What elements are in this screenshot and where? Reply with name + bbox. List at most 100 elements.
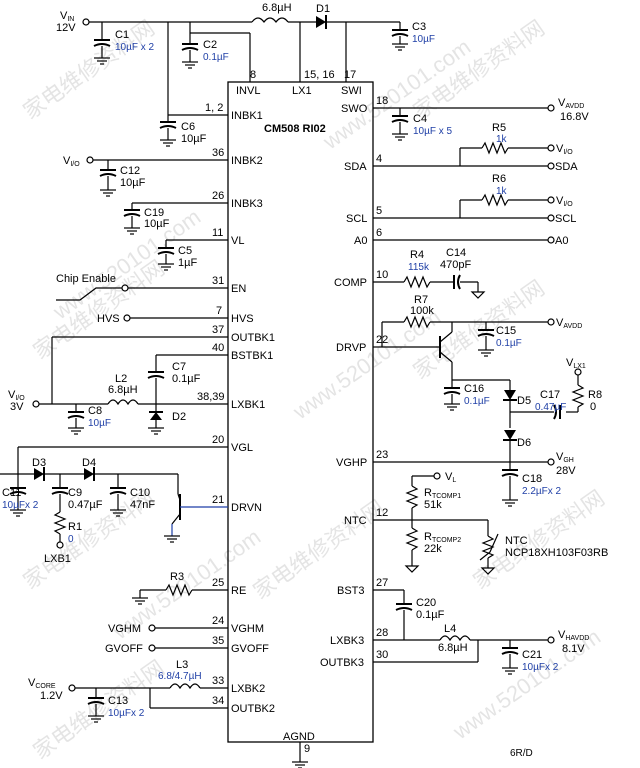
pin-drvp: DRVP bbox=[336, 342, 366, 354]
pin-outbk3: OUTBK3 bbox=[320, 657, 364, 669]
c13-label: C13 bbox=[108, 695, 128, 707]
vl-net-label: VL bbox=[445, 471, 456, 484]
rtcomp1-label: RTCOMP1 bbox=[424, 487, 461, 500]
vio-scl-label: VI/O bbox=[556, 195, 573, 208]
l3-label: L3 bbox=[176, 659, 188, 671]
pin-1-2-num: 1, 2 bbox=[205, 102, 223, 114]
pin-31-num: 31 bbox=[212, 275, 224, 287]
pin-36-num: 36 bbox=[212, 147, 224, 159]
pin-inbk2: INBK2 bbox=[231, 155, 263, 167]
vavdd-drvp-label: VAVDD bbox=[556, 317, 582, 330]
scl-out-label: SCL bbox=[555, 213, 576, 225]
vin-label: VIN bbox=[60, 10, 74, 23]
scl-terminal bbox=[547, 214, 555, 222]
r8-label: R8 bbox=[588, 389, 602, 401]
pin-7-num: 7 bbox=[216, 305, 222, 317]
pin-en: EN bbox=[231, 283, 246, 295]
c6-value: 10µF bbox=[181, 133, 207, 145]
pin-drvn: DRVN bbox=[231, 502, 262, 514]
c14-label: C14 bbox=[446, 247, 466, 259]
pin-20-num: 20 bbox=[212, 434, 224, 446]
c19-value: 10µF bbox=[144, 218, 170, 230]
vcore-terminal bbox=[68, 684, 76, 692]
watermark-text: 家电维修资料网 bbox=[249, 495, 390, 604]
pin-26-num: 26 bbox=[212, 190, 224, 202]
vio-inbk2-terminal bbox=[86, 156, 94, 164]
pin-33-num: 33 bbox=[212, 675, 224, 687]
pin-gvoff: GVOFF bbox=[231, 643, 269, 655]
d1-label: D1 bbox=[316, 3, 330, 15]
pin-lx1: LX1 bbox=[292, 85, 312, 97]
vin-voltage: 12V bbox=[56, 22, 76, 34]
sda-terminal bbox=[547, 162, 555, 170]
c11-label: C11 bbox=[2, 487, 21, 499]
vhavdd-voltage: 8.1V bbox=[562, 643, 585, 655]
c17-value: 0.47µF bbox=[535, 402, 566, 413]
pin-17-num: 17 bbox=[344, 69, 356, 81]
pin-12-num: 12 bbox=[376, 507, 388, 519]
pin-hvs: HVS bbox=[231, 313, 254, 325]
pin-23-num: 23 bbox=[376, 449, 388, 461]
pin-comp: COMP bbox=[334, 277, 367, 289]
pin-15-16-num: 15, 16 bbox=[304, 69, 335, 81]
diode-d6 bbox=[504, 430, 516, 440]
pin-lxbk3: LXBK3 bbox=[330, 635, 364, 647]
pin-8-num: 8 bbox=[250, 69, 256, 81]
d4-label: D4 bbox=[82, 457, 96, 469]
c8-value: 10µF bbox=[88, 418, 111, 429]
resistor-r5 bbox=[481, 141, 509, 155]
c5-value: 1µF bbox=[178, 257, 197, 269]
r7-label: R7 bbox=[414, 294, 428, 306]
d6-label: D6 bbox=[517, 437, 531, 449]
pin-4-num: 4 bbox=[376, 153, 382, 165]
l2-value: 6.8µH bbox=[108, 384, 138, 396]
figure-id: 6R/D bbox=[510, 748, 533, 759]
resistor-r3 bbox=[165, 583, 193, 597]
c1-label: C1 bbox=[115, 29, 129, 41]
pin-sda: SDA bbox=[344, 161, 367, 173]
pin-a0: A0 bbox=[354, 235, 367, 247]
c21-value: 10µFx 2 bbox=[522, 662, 559, 673]
watermark-text: 家电维修资料网 bbox=[29, 655, 170, 764]
pin-37-num: 37 bbox=[212, 324, 224, 336]
c12-label: C12 bbox=[120, 165, 140, 177]
diode-d3 bbox=[34, 468, 44, 480]
vio-l-voltage: 3V bbox=[10, 401, 24, 413]
c11-value: 10µFx 2 bbox=[2, 500, 39, 511]
c6-label: C6 bbox=[181, 121, 195, 133]
pin-11-num: 11 bbox=[212, 227, 223, 239]
pin-vl: VL bbox=[231, 235, 244, 247]
pin-bstbk1: BSTBK1 bbox=[231, 350, 273, 362]
inductor-l3 bbox=[169, 683, 201, 690]
vin-terminal bbox=[82, 18, 90, 26]
d5-label: D5 bbox=[517, 395, 531, 407]
c8-label: C8 bbox=[88, 405, 102, 417]
chip-enable-label: Chip Enable bbox=[56, 273, 116, 285]
c9-label: C9 bbox=[68, 487, 82, 499]
capacitor-c3 bbox=[391, 29, 409, 37]
vio-inbk2-label: VI/O bbox=[63, 155, 80, 168]
pin-30-num: 30 bbox=[376, 649, 388, 661]
c9-value: 0.47µF bbox=[68, 499, 103, 511]
pin-38-39-num: 38,39 bbox=[197, 391, 225, 403]
a0-out-label: A0 bbox=[555, 235, 568, 247]
lxb1-net-label: LXB1 bbox=[44, 553, 71, 565]
l4-value: 6.8µH bbox=[438, 642, 468, 654]
pin-5-num: 5 bbox=[376, 205, 382, 217]
chip-name: CM508 RI02 bbox=[264, 123, 326, 135]
diode-d5 bbox=[504, 390, 516, 400]
d3-label: D3 bbox=[32, 457, 46, 469]
pin-27-num: 27 bbox=[376, 577, 388, 589]
r1-label: R1 bbox=[68, 521, 82, 533]
l1-value: 6.8µH bbox=[262, 2, 292, 14]
vl-terminal bbox=[433, 472, 441, 480]
watermark-text: 家电维修资料网 bbox=[19, 15, 160, 124]
resistor-r8 bbox=[571, 384, 585, 408]
capacitor-c9 bbox=[51, 487, 69, 495]
pin-9-num: 9 bbox=[304, 743, 310, 755]
vcore-voltage: 1.2V bbox=[40, 690, 63, 702]
r1-value: 0 bbox=[68, 534, 74, 545]
diode-d4 bbox=[84, 468, 94, 480]
lxb1-terminal bbox=[56, 541, 64, 549]
vio-sda-label: VI/O bbox=[556, 143, 573, 156]
